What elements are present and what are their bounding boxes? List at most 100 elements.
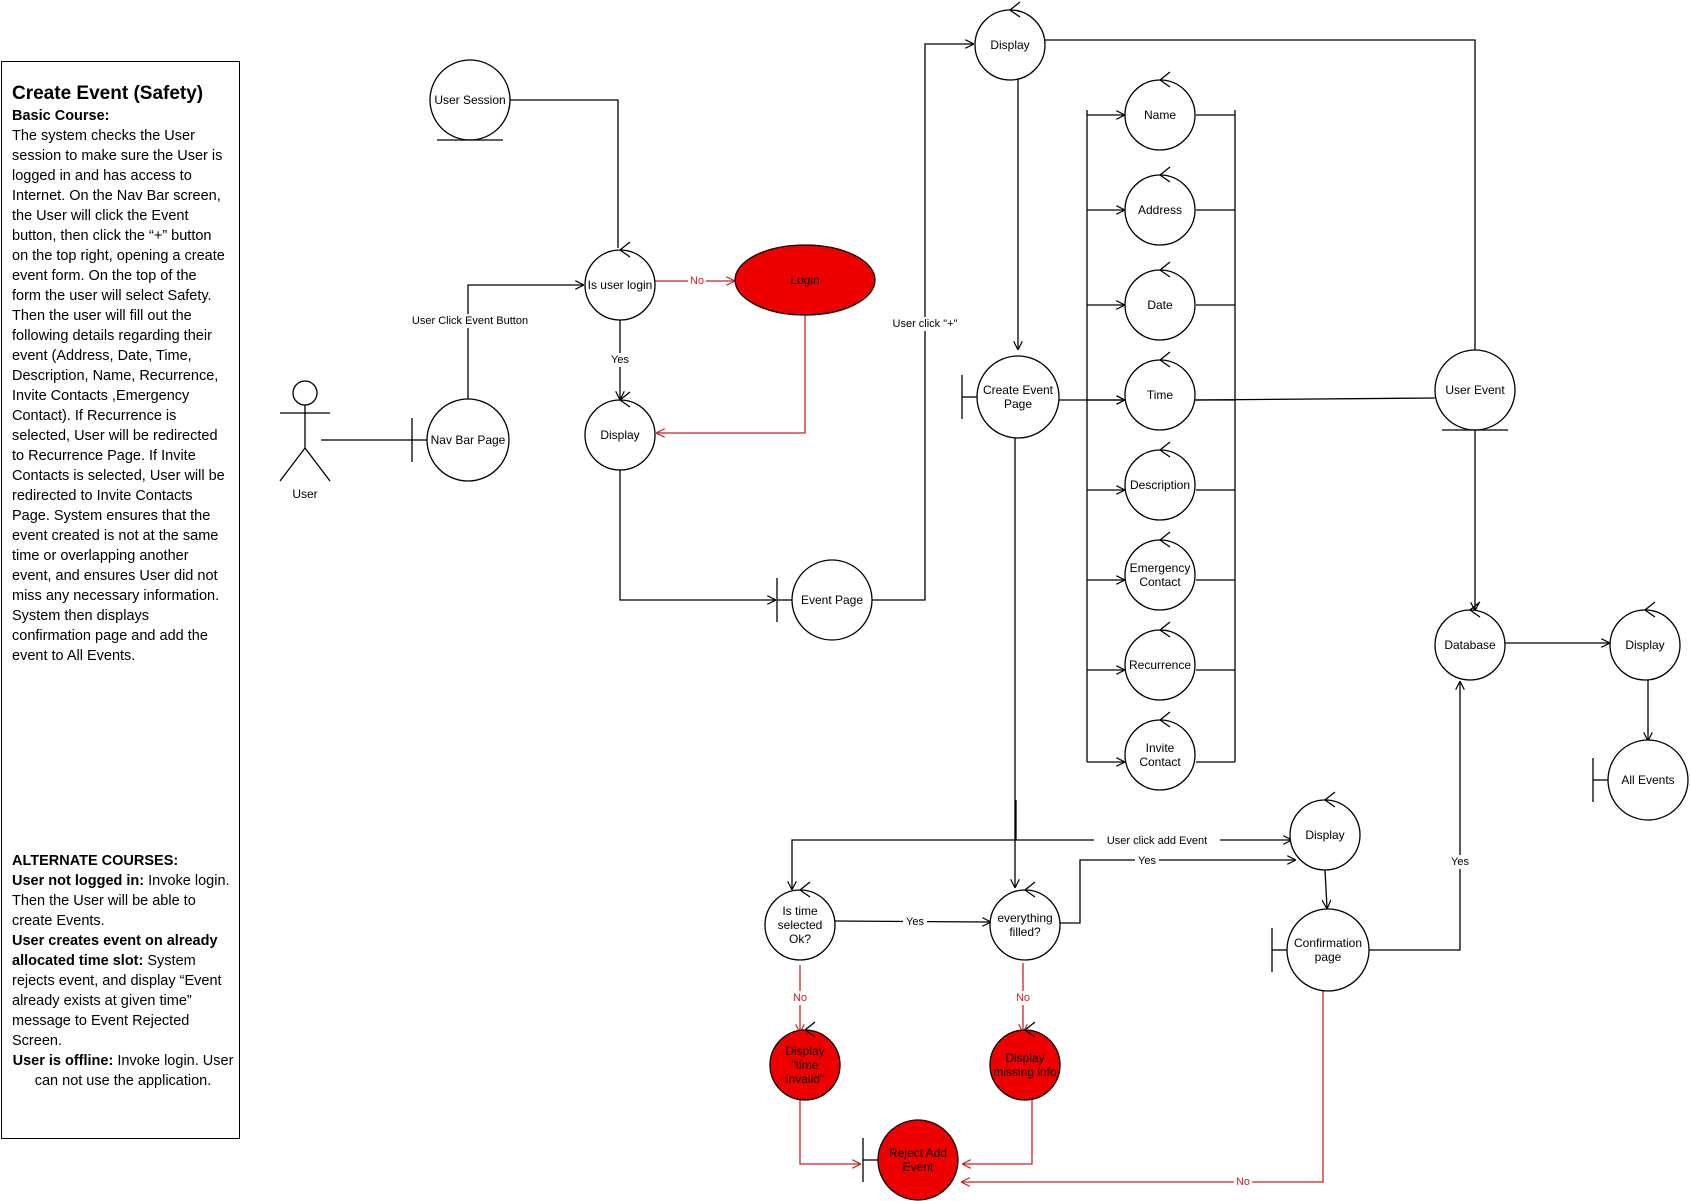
edge-confirm-yes (1369, 682, 1460, 951)
address-control-label: Address (1138, 203, 1182, 217)
display-control-4-label: Display (1305, 828, 1344, 842)
alt3-text: Invoke login. User can not use the appli… (34, 1053, 234, 1089)
event-page-boundary: Event Page (776, 559, 873, 641)
alternate-course-2: User creates event on already allocated … (12, 931, 234, 1051)
user-actor: User (279, 380, 331, 501)
display-control-1-label: Display (600, 428, 639, 442)
create-event-page-boundary-label-line-1: Create Event (983, 383, 1054, 397)
display-missing-info-control-label-line-1: Display (1005, 1051, 1044, 1065)
nav-bar-page-boundary-label: Nav Bar Page (431, 433, 506, 447)
emergency-contact-control-label-line-1: Emergency (1130, 561, 1191, 575)
label-yes-time-bg (903, 915, 927, 929)
is-time-selected-control-label-line-2: selected (778, 918, 823, 932)
label-no-login: No (690, 275, 704, 287)
edge-filled-yes (1060, 860, 1295, 924)
display-control-3: Display (1609, 601, 1681, 681)
label-yes-login: Yes (611, 354, 629, 366)
time-control-label: Time (1147, 388, 1174, 402)
reject-add-event-boundary-label-line-1: Reject Add (889, 1146, 947, 1160)
basic-course-heading: Basic Course: (12, 108, 110, 124)
is-user-login-control-control-mark (618, 241, 631, 258)
label-no-filled-bg (1014, 991, 1032, 1005)
edge-confirm-no (962, 991, 1324, 1182)
description-control-label: Description (1130, 478, 1190, 492)
event-page-boundary-label: Event Page (801, 593, 863, 607)
emergency-contact-control-label-line-2: Contact (1139, 575, 1181, 589)
display-control-2-label: Display (990, 38, 1029, 52)
display-control-1-control-mark (618, 391, 631, 408)
display-missing-info-control-control-mark (1023, 1021, 1036, 1038)
display-control-4-control-mark (1323, 791, 1336, 808)
user-event-entity: User Event (1434, 349, 1516, 431)
label-yes-login-bg (608, 353, 632, 367)
nav-bar-page-boundary: Nav Bar Page (411, 398, 510, 482)
label-yes-filled-bg (1135, 854, 1159, 868)
edge-display4-confirm (1325, 869, 1327, 908)
name-control-control-mark (1158, 71, 1171, 88)
invite-contact-control-label-line-1: Invite (1146, 741, 1175, 755)
time-control-control-mark (1158, 351, 1171, 368)
label-user-click-plus: User click "+" (893, 318, 958, 330)
label-yes-confirm: Yes (1451, 856, 1469, 868)
invite-contact-control-control-mark (1158, 711, 1171, 728)
alt2-text: System rejects event, and display “Event… (12, 953, 222, 1049)
confirmation-page-boundary-label-line-1: Confirmation (1294, 936, 1362, 950)
edge-login-display (657, 315, 806, 433)
label-no-time: No (793, 992, 807, 1004)
reject-add-event-boundary-label-line-2: Event (903, 1160, 934, 1174)
user-event-entity-label: User Event (1445, 383, 1505, 397)
label-no-confirm-bg (1234, 1175, 1252, 1189)
user-actor-label: User (292, 487, 317, 501)
alt1-text: Invoke login. Then the User will be able… (12, 873, 230, 929)
date-control-label: Date (1147, 298, 1173, 312)
display-time-invalid-control-label-line-1: Display (785, 1044, 824, 1058)
alternate-courses-heading: ALTERNATE COURSES: (12, 853, 179, 869)
everything-filled-control-label-line-1: everything (997, 911, 1052, 925)
actor-body (279, 405, 331, 482)
display-control-2-control-mark (1008, 1, 1021, 18)
alt2-title: User creates event on already allocated … (12, 933, 218, 969)
display-control-2: Display (974, 1, 1046, 81)
display-missing-info-control-label-line-2: missing info (993, 1065, 1057, 1079)
alt3-title: User is offline: (12, 1053, 114, 1069)
is-time-selected-control-label-line-1: Is time (782, 904, 818, 918)
login-ellipse-label: Login (790, 273, 819, 287)
all-events-boundary-label: All Events (1621, 773, 1674, 787)
basic-course-text: The system checks the User session to ma… (12, 128, 225, 664)
edge-session-login (510, 99, 619, 248)
edges (321, 39, 1648, 1182)
label-yes-confirm-bg (1448, 855, 1472, 869)
user-session-entity-label: User Session (434, 93, 505, 107)
edge-display-eventpage (619, 470, 775, 600)
label-user-click-add-event-bg (1094, 834, 1220, 848)
database-control-control-mark (1468, 601, 1481, 618)
recurrence-control-control-mark (1158, 621, 1171, 638)
alternate-course-1: User not logged in: Invoke login. Then t… (12, 871, 234, 931)
login-ellipse: Login (734, 244, 876, 316)
display-time-invalid-control-control-mark (803, 1021, 816, 1038)
actor-head (292, 380, 318, 406)
label-no-time-bg (791, 991, 809, 1005)
label-no-filled: No (1016, 992, 1030, 1004)
label-yes-time: Yes (906, 916, 924, 928)
edge-display2-userevent (1045, 39, 1476, 350)
display-time-invalid-control-label-line-3: invalid" (786, 1072, 824, 1086)
display-control-1: Display (584, 391, 656, 471)
description-panel: Create Event (Safety) Basic Course: The … (1, 61, 240, 1139)
label-user-click-event-button-bg (398, 314, 542, 328)
everything-filled-control-control-mark (1023, 881, 1036, 898)
display-control-4: Display (1289, 791, 1361, 871)
date-control: Date (1124, 261, 1196, 341)
label-user-click-plus-bg (880, 317, 970, 331)
time-control: Time (1124, 351, 1196, 431)
user-session-entity: User Session (429, 59, 511, 141)
label-no-confirm: No (1236, 1176, 1250, 1188)
